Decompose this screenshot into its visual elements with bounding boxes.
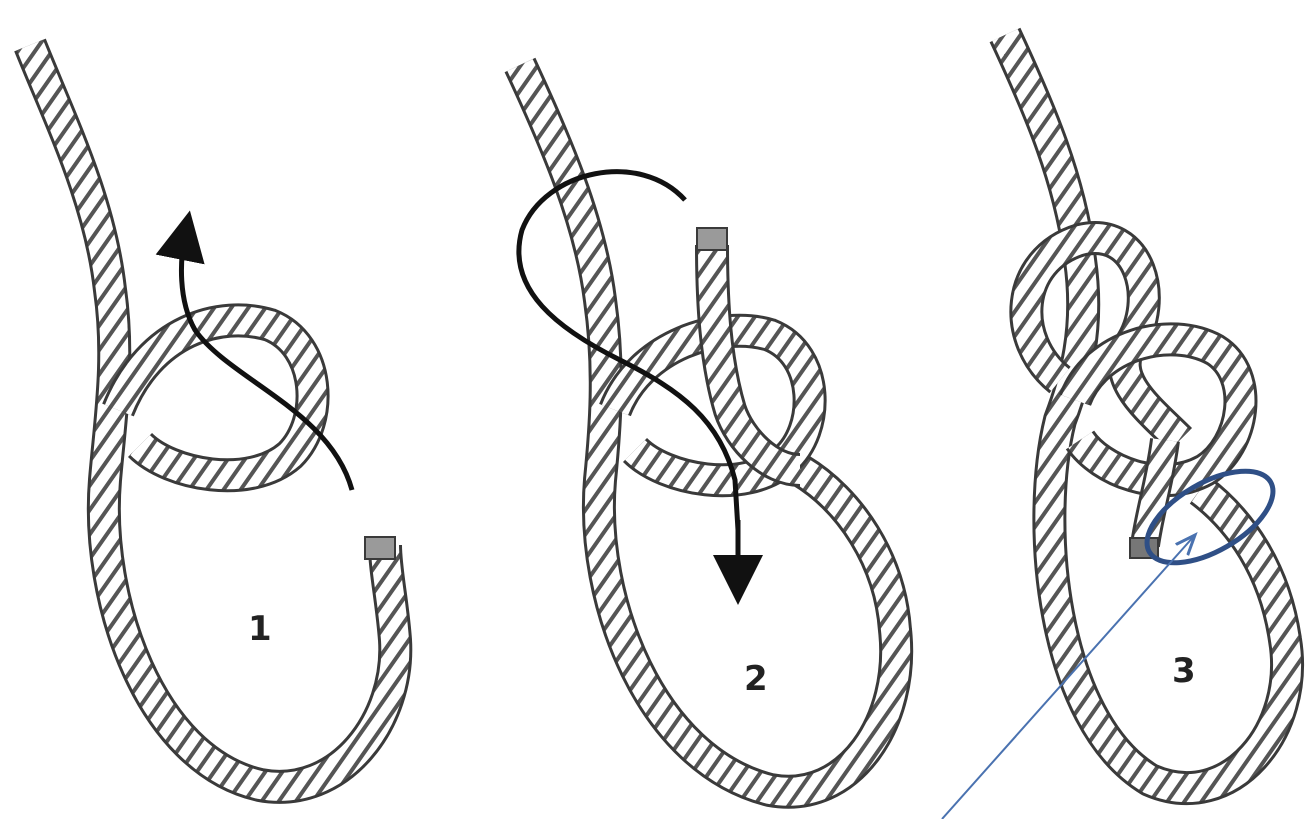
step-1-rope-small-loop: [118, 320, 313, 475]
step-2-rope-end: [697, 228, 727, 250]
step-1-number: 1: [248, 609, 272, 649]
step-1-rope-main: [30, 45, 395, 787]
step-2-figure: 2: [519, 65, 896, 792]
step-3-number: 3: [1172, 651, 1196, 691]
step-1-figure: 1: [30, 45, 395, 787]
step-2-number: 2: [744, 659, 768, 699]
step-1-rope-end: [365, 537, 395, 559]
step-3-figure: 3: [1005, 35, 1287, 788]
step-2-rope-main: [520, 65, 896, 792]
